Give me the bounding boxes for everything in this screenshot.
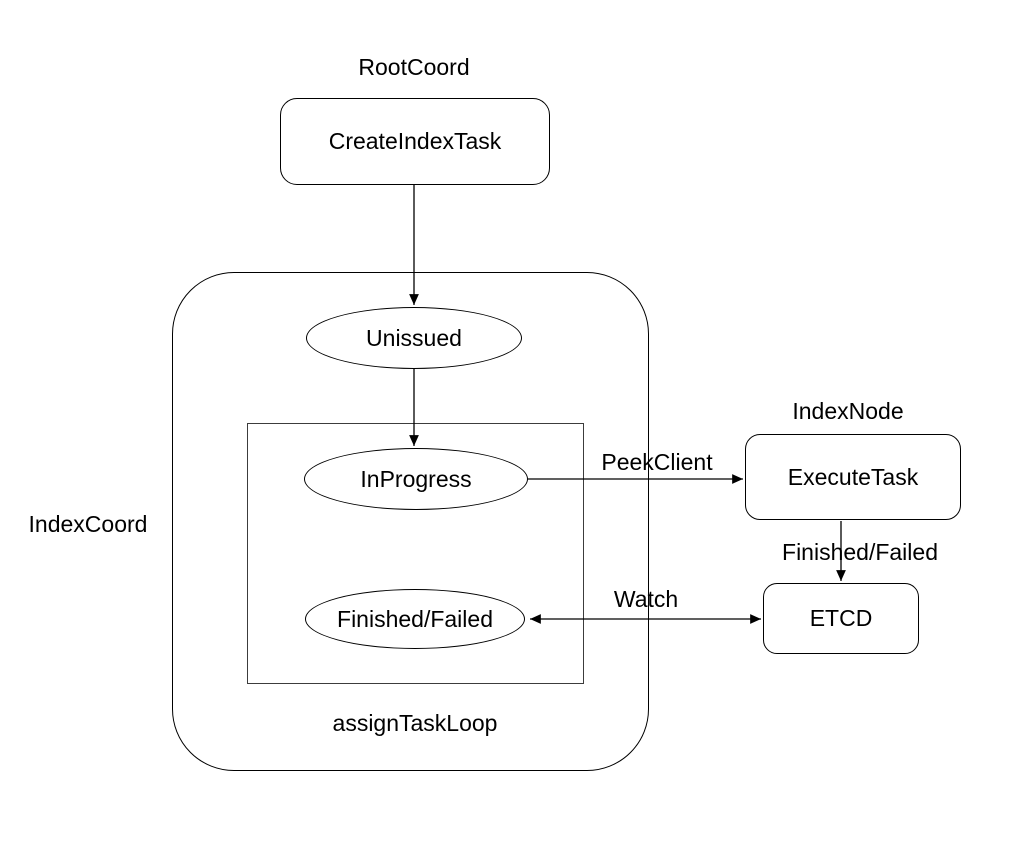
region-label-indexnode: IndexNode xyxy=(792,398,904,424)
node-etcd-label: ETCD xyxy=(809,605,873,631)
node-etcd: ETCD xyxy=(763,583,919,654)
edge-label-watch: Watch xyxy=(613,586,679,612)
node-execute-task-label: ExecuteTask xyxy=(787,463,919,490)
node-execute-task: ExecuteTask xyxy=(745,434,961,520)
region-label-indexcoord: IndexCoord xyxy=(28,511,148,537)
node-in-progress: InProgress xyxy=(304,448,528,510)
edge-label-peekclient: PeekClient xyxy=(601,449,713,475)
edge-label-finished-failed: Finished/Failed xyxy=(782,539,938,565)
region-label-rootcoord: RootCoord xyxy=(358,54,470,80)
node-unissued-label: Unissued xyxy=(366,324,462,351)
node-finished-failed-label: Finished/Failed xyxy=(337,605,493,632)
node-in-progress-label: InProgress xyxy=(360,465,472,492)
group-assign-task-loop xyxy=(247,423,584,684)
node-unissued: Unissued xyxy=(306,307,522,369)
node-finished-failed: Finished/Failed xyxy=(305,589,525,649)
group-index-coord xyxy=(172,272,649,771)
node-create-index-task-label: CreateIndexTask xyxy=(328,128,502,154)
region-label-assigntaskloop: assignTaskLoop xyxy=(332,710,498,736)
node-create-index-task: CreateIndexTask xyxy=(280,98,550,185)
